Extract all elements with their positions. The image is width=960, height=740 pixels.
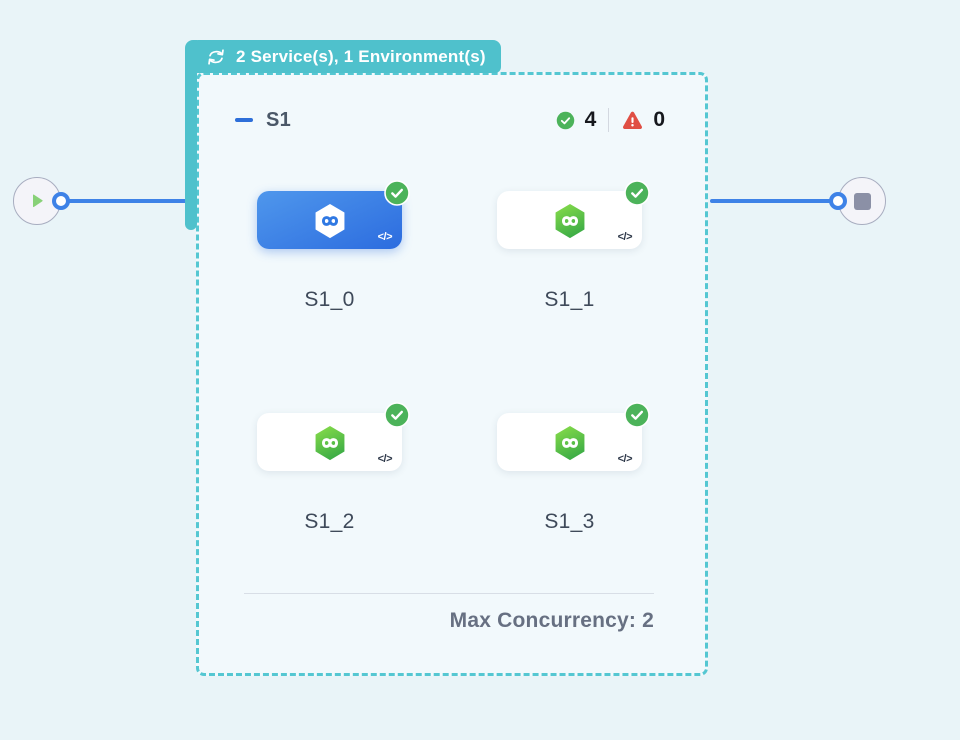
group-status-counts: 4 0 [555,108,665,132]
service-node-s1-1[interactable]: </> [497,180,650,249]
check-badge-icon [384,180,410,206]
group-summary-label: 2 Service(s), 1 Environment(s) [236,46,486,66]
edge-handle-end[interactable] [829,192,847,210]
check-badge-icon [624,402,650,428]
check-badge-icon [384,402,410,428]
service-cell: </> S1_0 [257,180,410,311]
service-label: S1_3 [544,510,595,533]
code-icon: </> [377,231,393,243]
group-header: S1 4 0 [235,107,665,133]
check-badge-icon [624,180,650,206]
hexagon-infinity-icon [315,203,344,239]
play-icon [33,194,43,208]
stop-icon [853,192,871,210]
success-icon [556,111,574,129]
error-count: 0 [653,108,665,131]
warning-icon [623,111,643,129]
service-cell: </> S1_2 [257,402,410,533]
code-icon: </> [617,231,633,243]
hexagon-infinity-icon [555,425,584,461]
hexagon-infinity-icon [555,203,584,239]
edge-group-to-end [710,199,838,203]
success-count: 4 [584,108,597,131]
max-concurrency-label: Max Concurrency: 2 [449,609,654,632]
service-label: S1_0 [304,288,355,311]
collapse-icon[interactable] [235,118,253,122]
edge-handle-start[interactable] [52,192,70,210]
code-icon: </> [617,453,633,465]
edge-start-to-group [62,199,190,203]
service-label: S1_1 [544,288,595,311]
service-cell: </> S1_3 [497,402,650,533]
footer-divider [244,593,654,594]
environment-group[interactable]: S1 4 0 [196,72,708,676]
stats-divider [608,108,610,132]
service-node-s1-0[interactable]: </> [257,180,410,249]
code-icon: </> [377,453,393,465]
group-summary-badge[interactable]: 2 Service(s), 1 Environment(s) [190,40,501,73]
hexagon-infinity-icon [315,425,344,461]
cycle-icon [208,48,224,65]
group-title: S1 [266,108,292,131]
service-node-s1-2[interactable]: </> [257,402,410,471]
group-left-handle [185,40,197,230]
service-cell: </> S1_1 [497,180,650,311]
service-node-s1-3[interactable]: </> [497,402,650,471]
service-label: S1_2 [304,510,355,533]
